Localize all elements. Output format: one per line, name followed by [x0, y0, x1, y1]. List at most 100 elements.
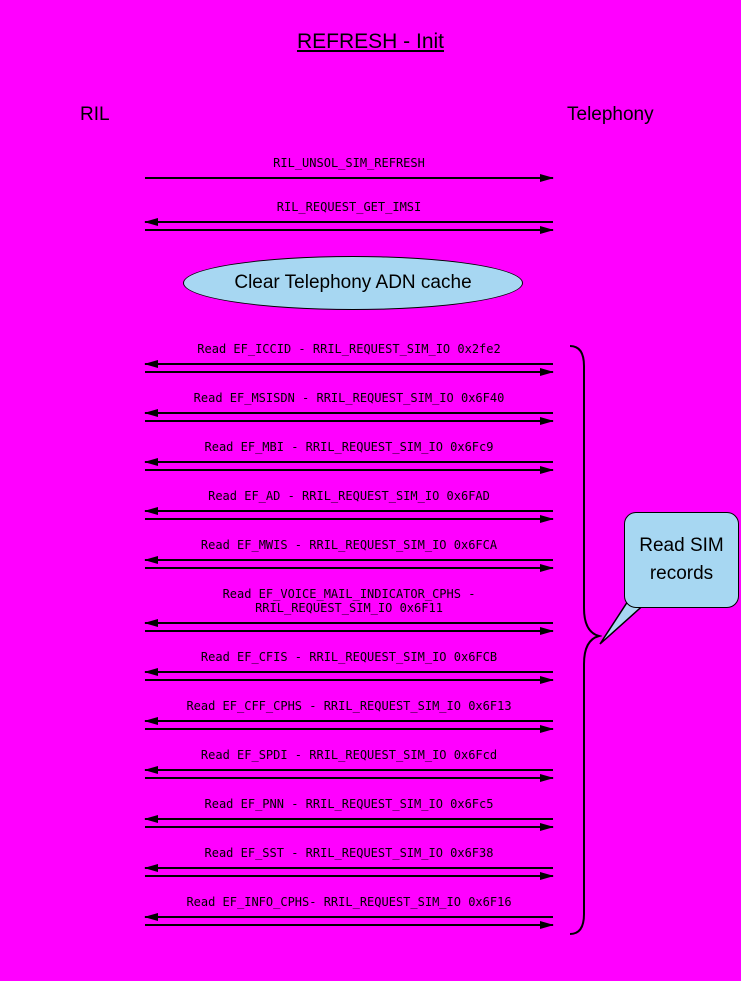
message-label: RIL_REQUEST_GET_IMSI — [276, 200, 422, 214]
arrowhead-right-icon — [540, 174, 554, 182]
arrowhead-right-icon — [540, 921, 554, 929]
arrow-line — [145, 875, 553, 877]
arrow-left-icon — [144, 864, 553, 872]
message-label: Read EF_SPDI - RRIL_REQUEST_SIM_IO 0x6Fc… — [200, 748, 498, 762]
message: Read EF_MBI - RRIL_REQUEST_SIM_IO 0x6Fc9 — [144, 440, 554, 474]
arrow-left-icon — [144, 913, 553, 921]
message-label: Read EF_MSISDN - RRIL_REQUEST_SIM_IO 0x6… — [193, 391, 505, 405]
arrow-right-icon — [145, 725, 554, 733]
arrowhead-left-icon — [144, 218, 158, 226]
arrowhead-right-icon — [540, 774, 554, 782]
note-ellipse: Clear Telephony ADN cache — [183, 256, 523, 310]
arrow-line — [145, 229, 553, 231]
arrowhead-right-icon — [540, 466, 554, 474]
arrow-line — [145, 221, 553, 223]
arrow-line — [145, 777, 553, 779]
message-list-bottom: Read EF_ICCID - RRIL_REQUEST_SIM_IO 0x2f… — [144, 342, 554, 944]
arrowhead-left-icon — [144, 864, 158, 872]
message: Read EF_VOICE_MAIL_INDICATOR_CPHS - RRIL… — [144, 587, 554, 635]
message-label: RIL_UNSOL_SIM_REFRESH — [273, 156, 425, 170]
arrow-line — [145, 671, 553, 673]
arrow-line — [145, 622, 553, 624]
arrow-left-icon — [144, 815, 553, 823]
message-label: Read EF_MWIS - RRIL_REQUEST_SIM_IO 0x6FC… — [200, 538, 498, 552]
arrow-line — [145, 769, 553, 771]
message-label: Read EF_VOICE_MAIL_INDICATOR_CPHS - RRIL… — [222, 587, 476, 615]
arrow-line — [145, 371, 553, 373]
arrow-right-icon — [145, 676, 554, 684]
message: Read EF_ICCID - RRIL_REQUEST_SIM_IO 0x2f… — [144, 342, 554, 376]
arrowhead-right-icon — [540, 872, 554, 880]
arrow-left-icon — [144, 507, 553, 515]
arrow-line — [145, 510, 553, 512]
arrow-line — [145, 679, 553, 681]
message: RIL_REQUEST_GET_IMSI — [144, 200, 554, 234]
arrow-line — [145, 177, 553, 179]
message: Read EF_MWIS - RRIL_REQUEST_SIM_IO 0x6FC… — [144, 538, 554, 572]
arrow-line — [145, 867, 553, 869]
participant-telephony: Telephony — [567, 104, 654, 125]
arrow-right-icon — [145, 417, 554, 425]
arrowhead-right-icon — [540, 725, 554, 733]
arrow-right-icon — [145, 466, 554, 474]
arrow-right-icon — [145, 627, 554, 635]
arrowhead-right-icon — [540, 417, 554, 425]
arrow-line — [145, 567, 553, 569]
arrow-line — [145, 469, 553, 471]
arrow-left-icon — [144, 668, 553, 676]
arrow-line — [145, 412, 553, 414]
arrow-line — [145, 363, 553, 365]
arrow-line — [145, 720, 553, 722]
grouping-brace — [569, 345, 602, 935]
arrow-left-icon — [144, 766, 553, 774]
message-label: Read EF_AD - RRIL_REQUEST_SIM_IO 0x6FAD — [208, 489, 490, 503]
message: RIL_UNSOL_SIM_REFRESH — [145, 156, 554, 182]
arrow-line — [145, 728, 553, 730]
message: Read EF_SPDI - RRIL_REQUEST_SIM_IO 0x6Fc… — [144, 748, 554, 782]
arrow-right-icon — [145, 226, 554, 234]
arrow-left-icon — [144, 409, 553, 417]
arrowhead-left-icon — [144, 766, 158, 774]
arrow-right-icon — [145, 174, 554, 182]
arrow-line — [145, 559, 553, 561]
page-title: REFRESH - Init — [296, 30, 445, 53]
arrow-line — [145, 518, 553, 520]
arrowhead-left-icon — [144, 913, 158, 921]
message-label: Read EF_SST - RRIL_REQUEST_SIM_IO 0x6F38 — [204, 846, 494, 860]
arrow-right-icon — [145, 564, 554, 572]
message-list-top: RIL_UNSOL_SIM_REFRESH RIL_REQUEST_GET_IM… — [144, 156, 554, 252]
arrowhead-left-icon — [144, 668, 158, 676]
arrow-right-icon — [145, 368, 554, 376]
arrowhead-right-icon — [540, 226, 554, 234]
arrowhead-right-icon — [540, 368, 554, 376]
message: Read EF_MSISDN - RRIL_REQUEST_SIM_IO 0x6… — [144, 391, 554, 425]
message-label: Read EF_MBI - RRIL_REQUEST_SIM_IO 0x6Fc9 — [204, 440, 494, 454]
participant-ril: RIL — [80, 104, 110, 125]
message-label: Read EF_INFO_CPHS- RRIL_REQUEST_SIM_IO 0… — [186, 895, 512, 909]
note-ellipse-label: Clear Telephony ADN cache — [234, 272, 472, 293]
message: Read EF_CFIS - RRIL_REQUEST_SIM_IO 0x6FC… — [144, 650, 554, 684]
arrowhead-left-icon — [144, 507, 158, 515]
message-label: Read EF_CFIS - RRIL_REQUEST_SIM_IO 0x6FC… — [200, 650, 498, 664]
arrow-left-icon — [144, 458, 553, 466]
arrow-left-icon — [144, 717, 553, 725]
arrowhead-left-icon — [144, 409, 158, 417]
arrow-right-icon — [145, 872, 554, 880]
arrow-line — [145, 818, 553, 820]
message: Read EF_INFO_CPHS- RRIL_REQUEST_SIM_IO 0… — [144, 895, 554, 929]
arrow-line — [145, 924, 553, 926]
callout-read-sim-records: Read SIM records — [624, 512, 739, 608]
message: Read EF_SST - RRIL_REQUEST_SIM_IO 0x6F38 — [144, 846, 554, 880]
message-label: Read EF_PNN - RRIL_REQUEST_SIM_IO 0x6Fc5 — [204, 797, 494, 811]
arrow-line — [145, 630, 553, 632]
message: Read EF_PNN - RRIL_REQUEST_SIM_IO 0x6Fc5 — [144, 797, 554, 831]
message: Read EF_CFF_CPHS - RRIL_REQUEST_SIM_IO 0… — [144, 699, 554, 733]
arrowhead-left-icon — [144, 360, 158, 368]
arrow-line — [145, 461, 553, 463]
message: Read EF_AD - RRIL_REQUEST_SIM_IO 0x6FAD — [144, 489, 554, 523]
arrowhead-right-icon — [540, 676, 554, 684]
arrowhead-right-icon — [540, 627, 554, 635]
arrow-right-icon — [145, 774, 554, 782]
arrowhead-left-icon — [144, 815, 158, 823]
